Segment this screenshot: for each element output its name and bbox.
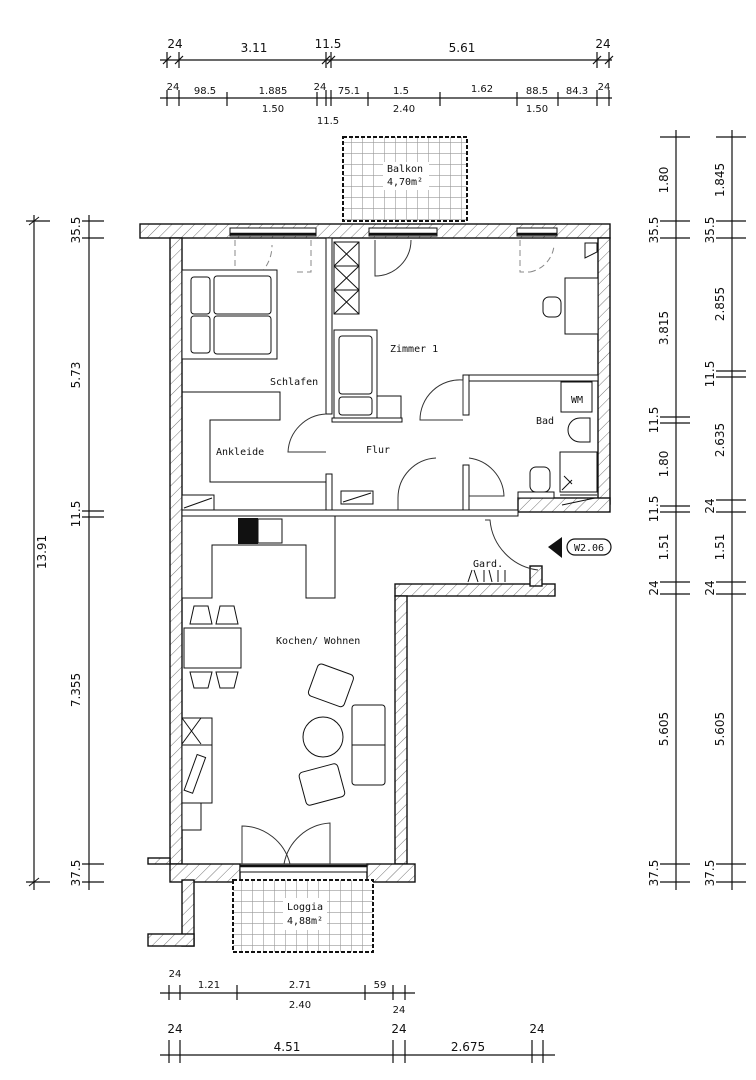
dim-text: 2.855 <box>713 287 727 321</box>
dim-text: 3.11 <box>241 41 268 55</box>
left-dimension-inner: 35.5 5.73 11.5 7.355 37.5 <box>69 215 104 890</box>
dim-text: 24 <box>703 580 717 595</box>
dim-text: 11.5 <box>703 361 717 388</box>
loggia: Loggia 4,88m² <box>232 879 374 953</box>
single-bed <box>333 329 402 419</box>
dim-text: 13.91 <box>35 535 49 569</box>
dim-text: 1.62 <box>471 84 493 95</box>
dim-text: 24 <box>314 82 327 93</box>
dim-text: 1.80 <box>657 451 671 478</box>
coat-rack <box>467 569 506 583</box>
dim-text: 59 <box>374 980 387 991</box>
bed <box>181 269 278 360</box>
dim-text: 2.40 <box>289 1000 311 1011</box>
washing-machine-label: WM <box>571 395 583 406</box>
balcony-label: Balkon <box>387 164 423 175</box>
living-furniture <box>181 663 386 831</box>
dim-text: 2.71 <box>289 980 311 991</box>
room-label-bad: Bad <box>536 416 554 427</box>
dim-text: 24 <box>391 1022 406 1036</box>
bottom-dimension-chain-1: 24 1.21 2.71 59 2.40 24 <box>160 969 415 1016</box>
entrance-arrow-icon <box>548 537 562 558</box>
dim-text: 35.5 <box>647 217 661 244</box>
dim-text: 88.5 <box>526 86 548 97</box>
room-label-ankleide: Ankleide <box>216 447 264 458</box>
dim-text: 37.5 <box>647 860 661 887</box>
room-label-zimmer-1: Zimmer 1 <box>390 344 438 355</box>
bathroom-fixtures: WM Bad <box>517 381 598 506</box>
dim-text: 24 <box>595 37 610 51</box>
dim-text: 2.635 <box>713 423 727 457</box>
dim-text: 5.61 <box>449 41 476 55</box>
dim-text: 1.51 <box>657 534 671 561</box>
dim-text: 37.5 <box>69 860 83 887</box>
dim-text: 1.845 <box>713 163 727 197</box>
dim-text: 24 <box>167 82 180 93</box>
dim-text: 24 <box>393 1005 406 1016</box>
loggia-area: 4,88m² <box>287 916 323 927</box>
dining-table <box>183 605 242 689</box>
dim-text: 1.80 <box>657 167 671 194</box>
loggia-label: Loggia <box>287 902 323 913</box>
bottom-dimension-chain-2: 24 4.51 24 2.675 24 <box>160 1022 555 1063</box>
dim-text: 2.675 <box>451 1040 485 1054</box>
unit-tag: W2.06 <box>574 543 604 554</box>
dim-text: 11.5 <box>69 501 83 528</box>
room-label-kochen-wohnen: Kochen/ Wohnen <box>276 636 360 647</box>
balcony: Balkon 4,70m² <box>342 136 468 222</box>
dim-text: 24 <box>169 969 182 980</box>
desk <box>542 242 599 335</box>
dim-text: 35.5 <box>69 217 83 244</box>
dim-text: 1.50 <box>262 104 284 115</box>
dim-text: 84.3 <box>566 86 588 97</box>
dim-text: 11.5 <box>315 37 342 51</box>
room-label-flur: Flur <box>366 445 390 456</box>
dim-text: 1.51 <box>713 534 727 561</box>
wardrobe-ankleide <box>181 391 326 511</box>
right-dimension-chain-1: 1.80 35.5 3.815 11.5 1.80 11.5 1.51 24 5… <box>647 130 690 890</box>
room-label-garderobe: Gard. <box>473 559 503 570</box>
dim-text: 4.51 <box>274 1040 301 1054</box>
dim-text: 5.73 <box>69 362 83 389</box>
dim-text: 1.21 <box>198 980 220 991</box>
dim-text: 24 <box>529 1022 544 1036</box>
shelf-unit <box>333 241 360 315</box>
unit-entrance-marker: W2.06 <box>548 537 612 558</box>
dim-text: 2.40 <box>393 104 415 115</box>
dim-text: 1.885 <box>259 86 288 97</box>
top-dimension-chain-1: 24 3.11 11.5 5.61 24 <box>160 37 614 68</box>
dim-text: 24 <box>647 580 661 595</box>
balcony-area: 4,70m² <box>387 177 423 188</box>
dim-text: 3.815 <box>657 311 671 345</box>
dim-text: 98.5 <box>194 86 216 97</box>
dim-text: 1.5 <box>393 86 409 97</box>
dim-text: 11.5 <box>647 407 661 434</box>
dim-text: 1.50 <box>526 104 548 115</box>
right-dimension-chain-2: 1.845 35.5 2.855 11.5 2.635 24 1.51 24 5… <box>703 130 746 890</box>
dim-text: 7.355 <box>69 673 83 707</box>
flur-cabinet <box>340 490 374 505</box>
dim-text: 24 <box>167 1022 182 1036</box>
dim-text: 11.5 <box>317 116 339 127</box>
dim-text: 24 <box>167 37 182 51</box>
dim-text: 5.605 <box>657 712 671 746</box>
dim-text: 75.1 <box>338 86 360 97</box>
kitchen-counter <box>181 515 336 599</box>
dim-text: 35.5 <box>703 217 717 244</box>
dim-text: 24 <box>598 82 611 93</box>
left-dimension-outer: 13.91 <box>26 215 50 890</box>
dim-text: 11.5 <box>647 496 661 523</box>
dim-text: 5.605 <box>713 712 727 746</box>
dim-text: 37.5 <box>703 860 717 887</box>
walls <box>139 223 611 947</box>
room-label-schlafen: Schlafen <box>270 377 318 388</box>
top-dimension-chain-2: 24 98.5 1.885 24 75.1 1.5 1.62 88.5 84.3… <box>160 82 612 127</box>
dim-text: 24 <box>703 498 717 513</box>
